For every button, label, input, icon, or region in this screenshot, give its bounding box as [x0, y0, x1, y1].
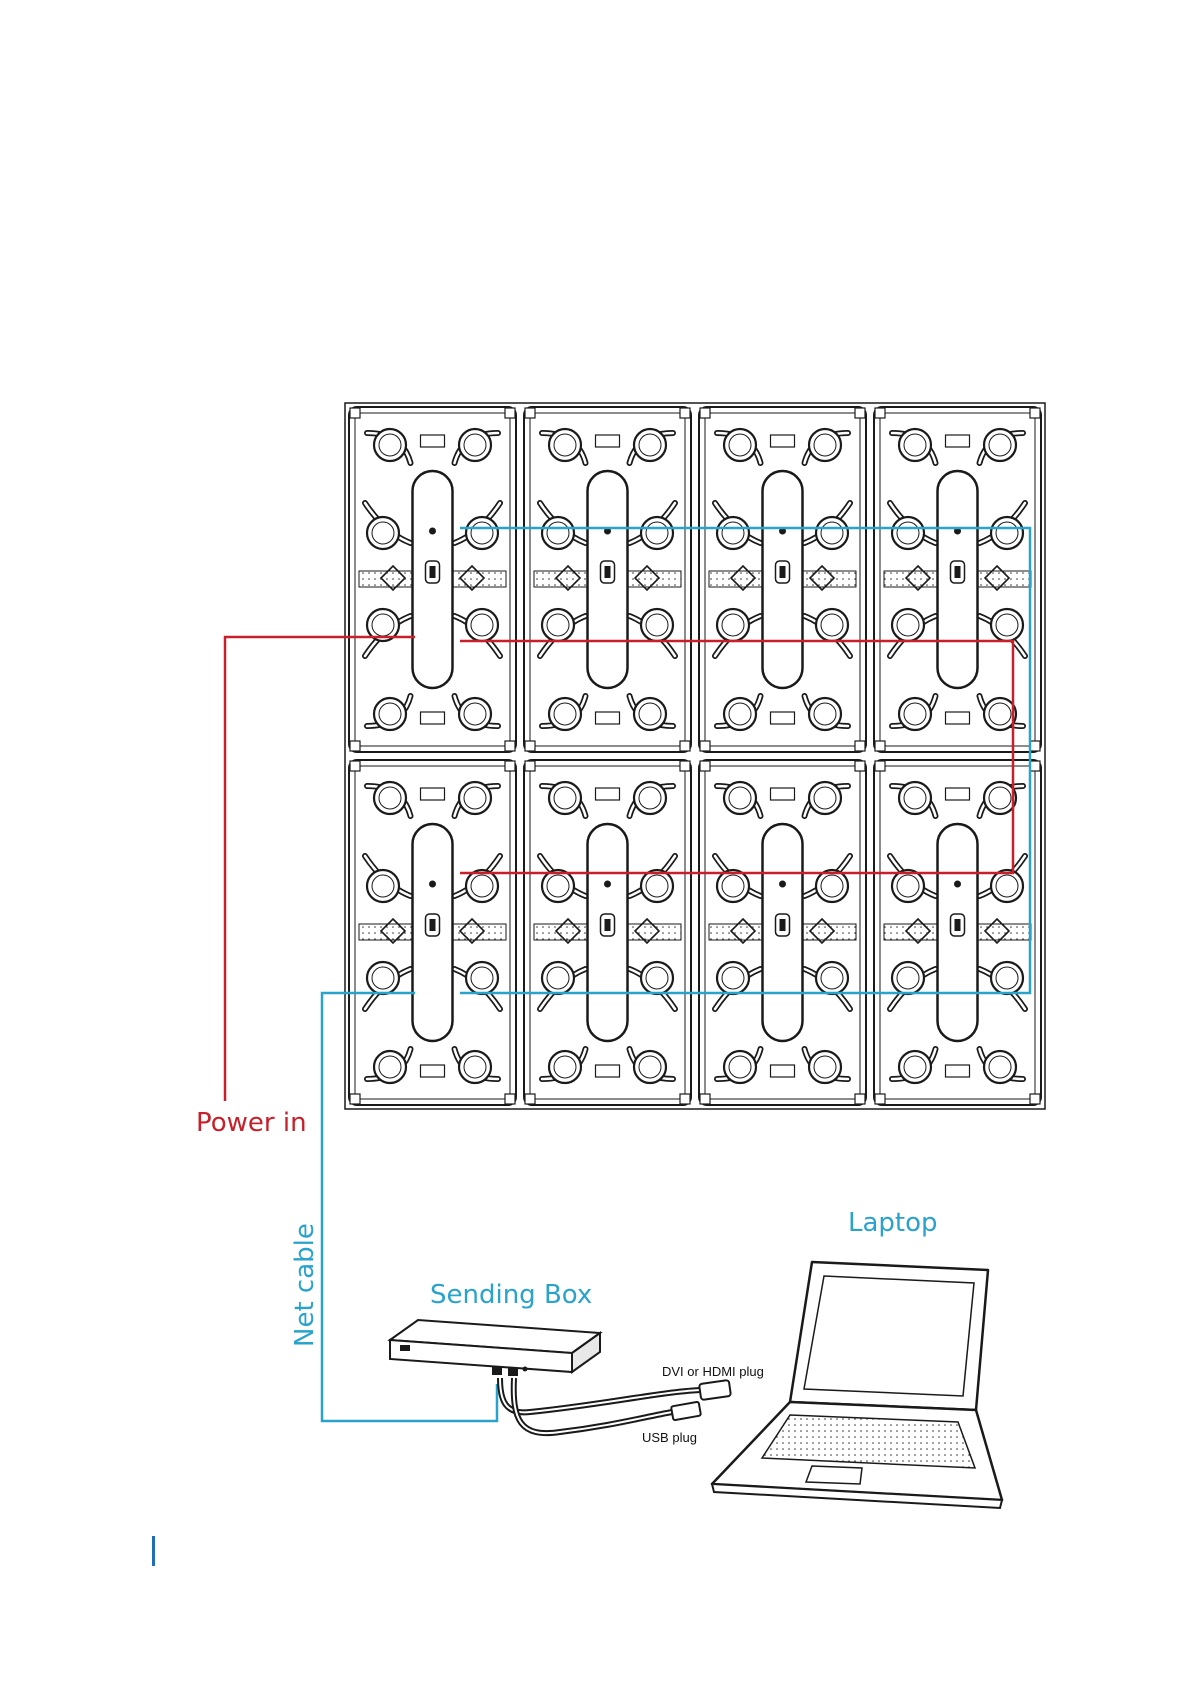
net-cable-label: Net cable	[290, 1223, 320, 1347]
dvi-hdmi-plug-label: DVI or HDMI plug	[662, 1364, 764, 1379]
sending-box-label: Sending Box	[430, 1280, 592, 1310]
led-cabinet-icon	[349, 760, 516, 1105]
led-cabinet-icon	[874, 407, 1041, 752]
led-cabinet-icon	[874, 760, 1041, 1105]
page-marker	[152, 1536, 155, 1566]
led-cabinet-icon	[524, 407, 691, 752]
laptop-icon	[712, 1262, 1002, 1508]
led-cabinet-icon	[524, 760, 691, 1105]
led-cabinet-icon	[699, 760, 866, 1105]
led-cabinet-grid	[345, 403, 1045, 1109]
power-in-label: Power in	[196, 1108, 307, 1138]
usb-plug-label: USB plug	[642, 1430, 697, 1445]
led-cabinet-icon	[349, 407, 516, 752]
sending-box-icon	[390, 1320, 600, 1376]
led-cabinet-icon	[699, 407, 866, 752]
laptop-label: Laptop	[848, 1208, 938, 1238]
